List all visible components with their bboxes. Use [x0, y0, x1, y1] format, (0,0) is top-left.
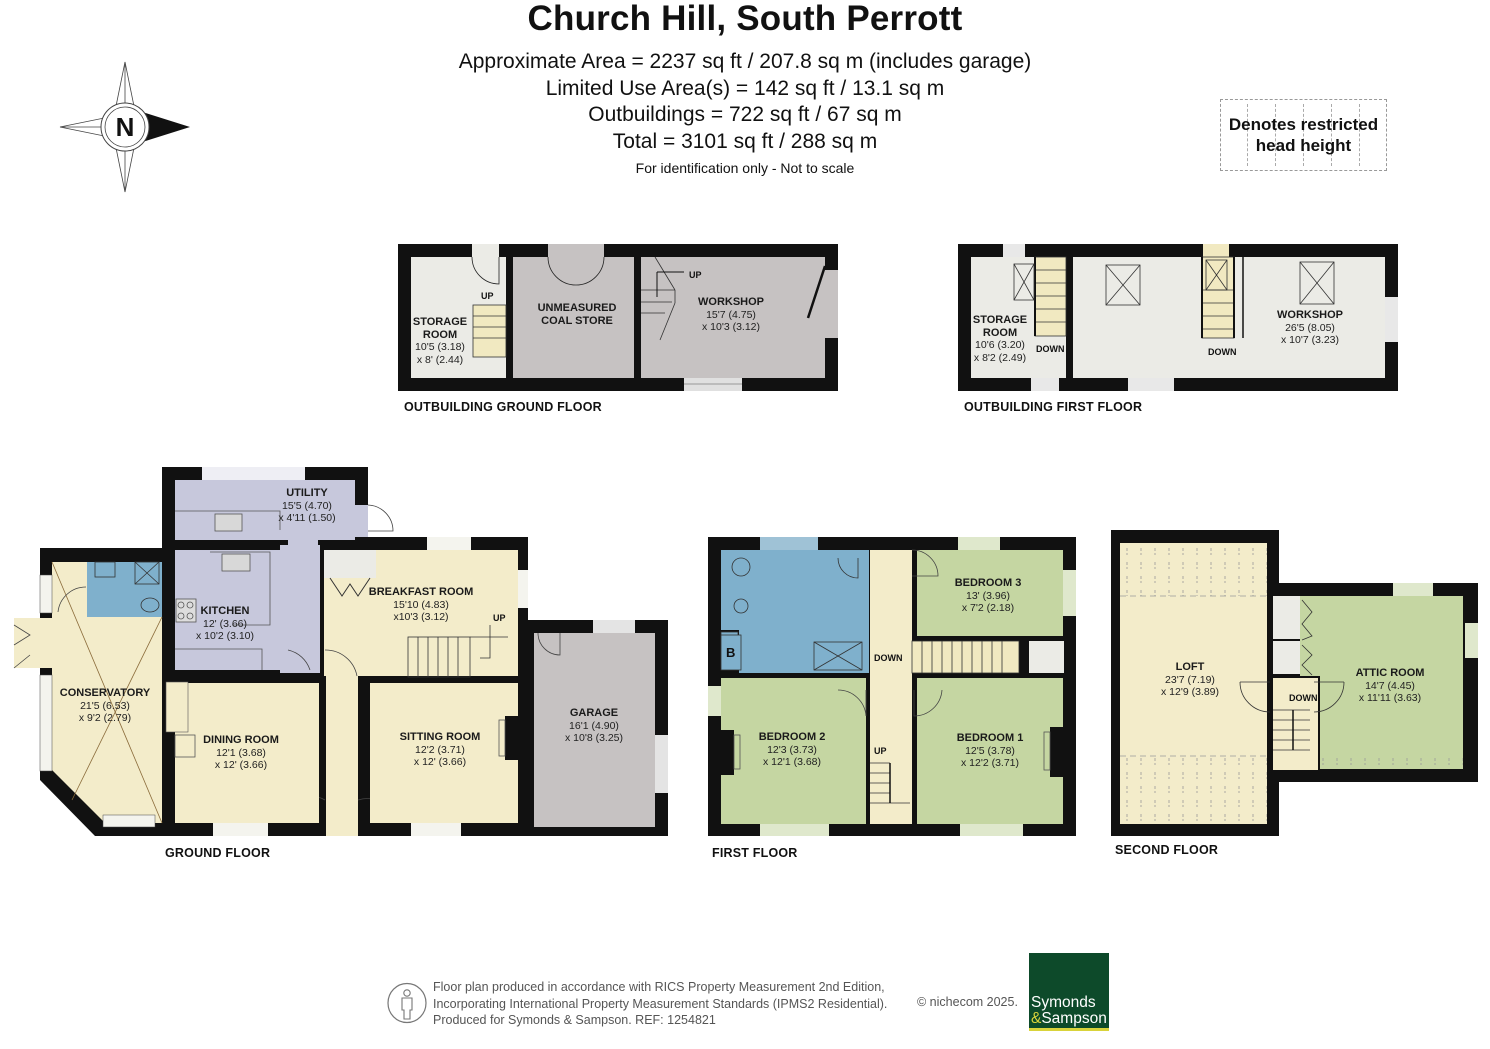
- legend-line-1: Denotes restricted: [1228, 115, 1379, 134]
- compass-letter: N: [116, 112, 135, 142]
- ground-floor-plan: [13, 467, 668, 836]
- restricted-height-legend: Denotes restricted head height: [1220, 99, 1387, 171]
- stairs-up-label: UP: [493, 613, 506, 623]
- logo-line-2: &Sampson: [1031, 1010, 1107, 1027]
- room-kitchen: KITCHEN 12' (3.66) x 10'2 (3.10): [195, 605, 255, 642]
- room-storage-outbuilding-ground: STORAGE ROOM 10'5 (3.18) x 8' (2.44): [412, 316, 468, 366]
- room-workshop-ground: WORKSHOP 15'7 (4.75) x 10'3 (3.12): [698, 296, 764, 333]
- floor-label-ground: GROUND FLOOR: [165, 846, 271, 860]
- room-loft: LOFT 23'7 (7.19) x 12'9 (3.89): [1160, 661, 1220, 698]
- stairs-up-label: UP: [874, 746, 887, 756]
- outbuildings-area: Outbuildings = 722 sq ft / 67 sq m: [588, 103, 902, 126]
- room-breakfast: BREAKFAST ROOM 15'10 (4.83) x10'3 (3.12): [368, 586, 474, 623]
- page-title: Church Hill, South Perrott: [527, 0, 963, 38]
- north-compass-icon: N: [58, 60, 192, 194]
- room-storage-outbuilding-first: STORAGE ROOM 10'6 (3.20) x 8'2 (2.49): [972, 314, 1028, 364]
- area-summary: Approximate Area = 2237 sq ft / 207.8 sq…: [0, 49, 1490, 155]
- room-coal-store: UNMEASURED COAL STORE: [537, 302, 617, 327]
- room-conservatory: CONSERVATORY 21'5 (6.53) x 9'2 (2.79): [59, 687, 151, 724]
- room-bedroom-1: BEDROOM 1 12'5 (3.78) x 12'2 (3.71): [956, 732, 1024, 769]
- person-scale-icon: [386, 982, 428, 1024]
- first-floor-plan: [708, 537, 1076, 836]
- floor-label-outbuilding-ground: OUTBUILDING GROUND FLOOR: [404, 400, 602, 414]
- legend-line-2: head height: [1255, 136, 1352, 155]
- boiler-label: B: [726, 645, 736, 660]
- room-garage: GARAGE 16'1 (4.90) x 10'8 (3.25): [564, 707, 624, 744]
- room-bedroom-3: BEDROOM 3 13' (3.96) x 7'2 (2.18): [954, 577, 1022, 614]
- room-dining: DINING ROOM 12'1 (3.68) x 12' (3.66): [203, 734, 279, 771]
- stairs-up-label: UP: [689, 270, 702, 280]
- room-utility: UTILITY 15'5 (4.70) x 4'11 (1.50): [278, 487, 336, 524]
- outbuilding-ground-floor-plan: [398, 244, 838, 391]
- floor-label-first: FIRST FLOOR: [712, 846, 798, 860]
- room-bedroom-2: BEDROOM 2 12'3 (3.73) x 12'1 (3.68): [758, 731, 826, 768]
- stairs-up-label: UP: [481, 291, 494, 301]
- scale-disclaimer: For identification only - Not to scale: [635, 160, 855, 176]
- limited-use-area: Limited Use Area(s) = 142 sq ft / 13.1 s…: [545, 76, 945, 100]
- approximate-area: Approximate Area = 2237 sq ft / 207.8 sq…: [458, 50, 1032, 73]
- symonds-sampson-logo: Symonds &Sampson: [1029, 953, 1109, 1031]
- floor-label-second: SECOND FLOOR: [1115, 843, 1219, 857]
- stairs-down-label: DOWN: [1289, 693, 1318, 703]
- stairs-down-label: DOWN: [1208, 347, 1237, 357]
- floor-label-outbuilding-first: OUTBUILDING FIRST FLOOR: [964, 400, 1143, 414]
- room-sitting: SITTING ROOM 12'2 (3.71) x 12' (3.66): [399, 731, 481, 768]
- second-floor-plan: [1111, 530, 1478, 836]
- room-workshop-first: WORKSHOP 26'5 (8.05) x 10'7 (3.23): [1277, 309, 1343, 346]
- outbuilding-first-floor-plan: [958, 244, 1398, 391]
- stairs-down-label: DOWN: [1036, 344, 1065, 354]
- copyright-notice: © nichecom 2025.: [917, 995, 1018, 1009]
- stairs-down-label: DOWN: [874, 653, 903, 663]
- total-area: Total = 3101 sq ft / 288 sq m: [612, 129, 878, 153]
- logo-line-1: Symonds: [1031, 994, 1096, 1011]
- room-attic: ATTIC ROOM 14'7 (4.45) x 11'11 (3.63): [1355, 667, 1425, 704]
- measurement-notice: Floor plan produced in accordance with R…: [433, 980, 888, 1027]
